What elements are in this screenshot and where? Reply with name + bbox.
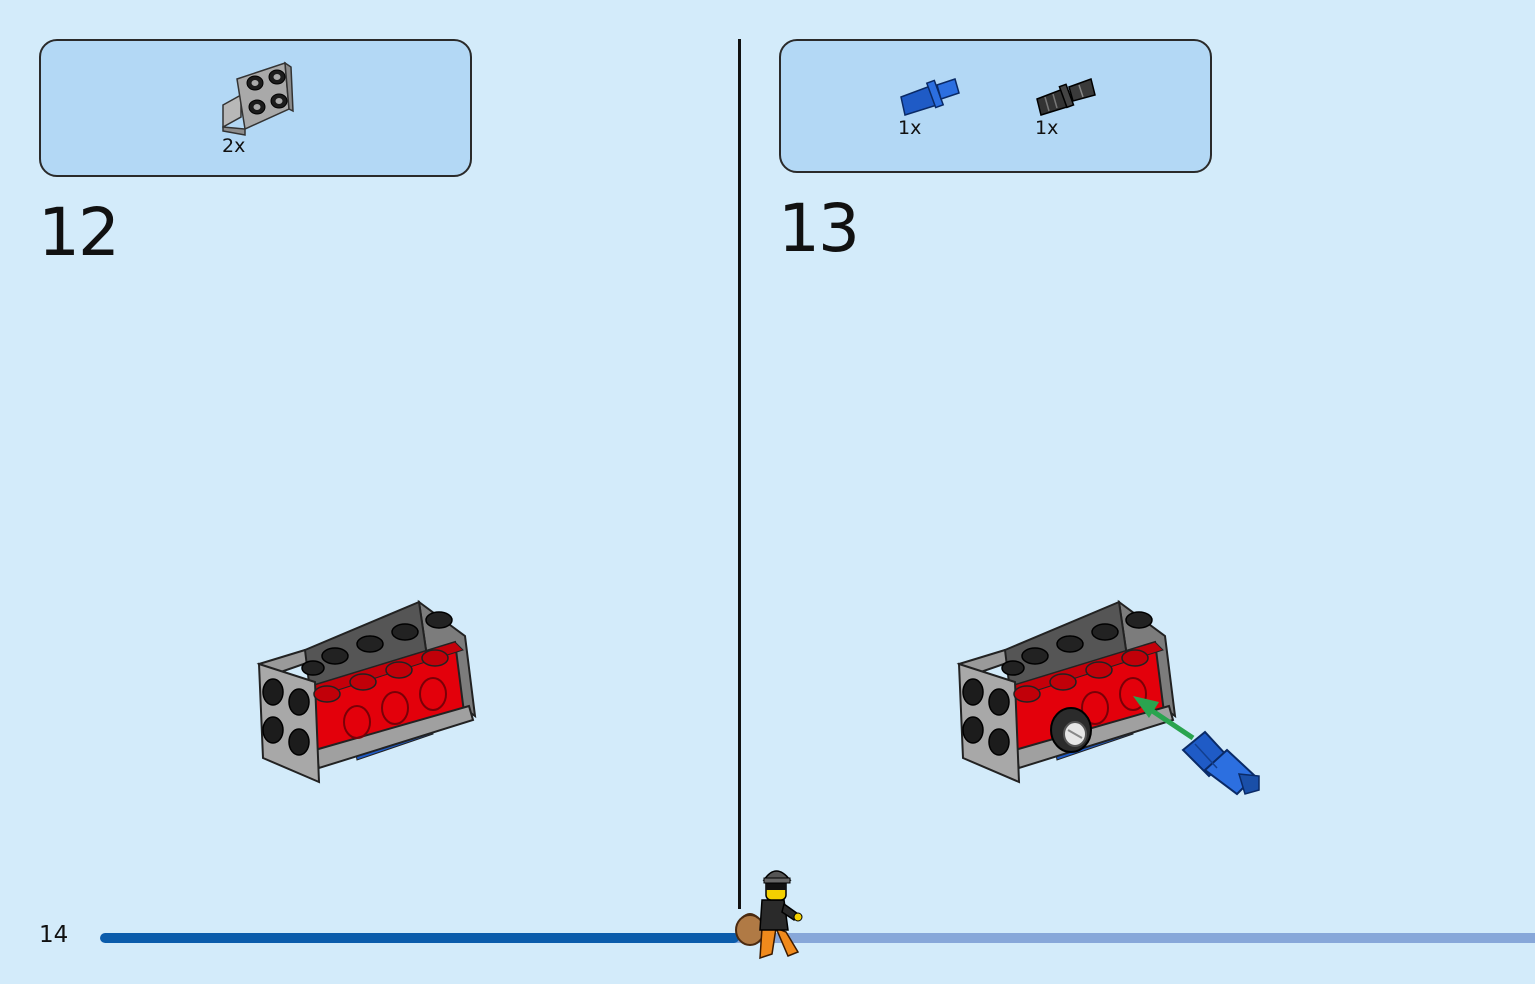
inserted-black-pin (1050, 707, 1092, 753)
grey-bracket-plate-icon (222, 61, 294, 136)
minifigure-thief-icon (735, 870, 803, 960)
step-number-13: 13 (778, 190, 860, 267)
part-quantity: 1x (898, 117, 922, 139)
page-number: 14 (39, 922, 69, 948)
step-number-12: 12 (38, 194, 120, 271)
progress-bar (100, 933, 1535, 943)
brick-assembly-step-13 (956, 599, 1260, 796)
part-quantity: 2x (222, 135, 246, 157)
parts-box-step-12: 2x (39, 39, 472, 177)
brick-assembly-step-12 (256, 599, 477, 784)
blue-axle-pin-icon (900, 78, 960, 116)
insertion-arrow-icon (1133, 696, 1195, 741)
progress-bar-fill (100, 933, 739, 943)
blue-axle-pin (1181, 730, 1260, 796)
part-quantity: 1x (1035, 117, 1059, 139)
black-friction-pin-icon (1036, 78, 1096, 116)
parts-box-step-13: 1x 1x (779, 39, 1212, 173)
page-divider (738, 39, 741, 909)
